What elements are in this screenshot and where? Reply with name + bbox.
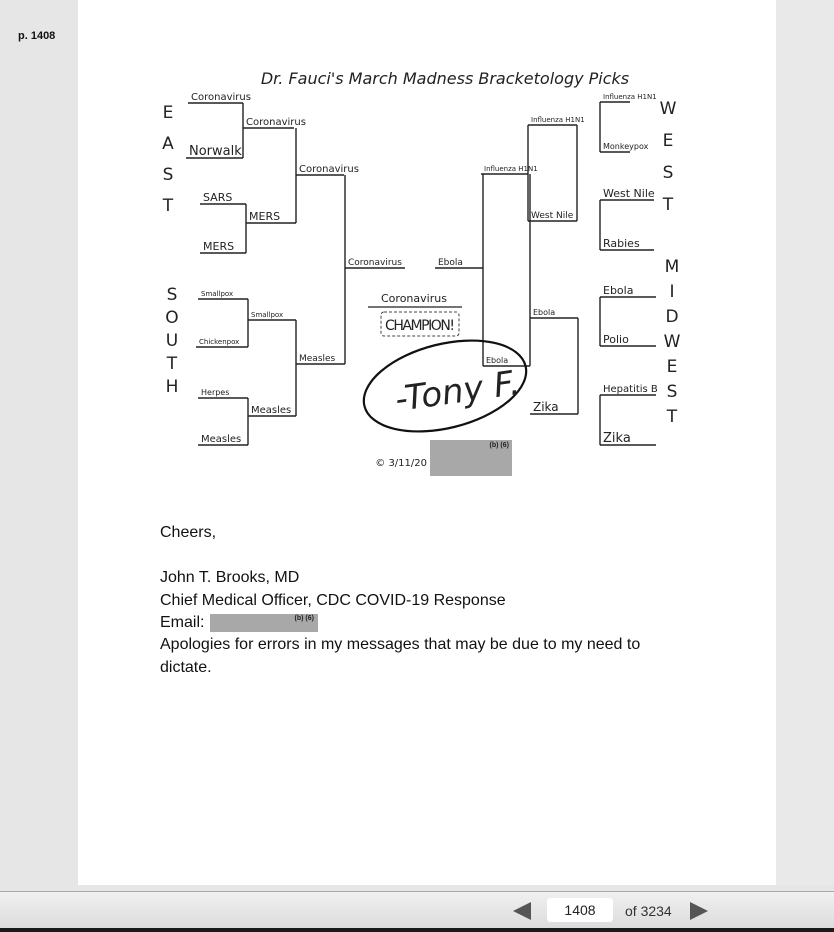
bracket-team-label: Coronavirus xyxy=(191,92,251,103)
page-number-input[interactable] xyxy=(547,898,613,922)
bracket-team-label: Influenza H1N1 xyxy=(531,116,585,124)
window-bottom-edge xyxy=(0,928,834,932)
email-redaction: (b) (6) xyxy=(210,614,318,632)
bracket-team-label: Ebola xyxy=(486,356,508,365)
bracket-team-label: Hepatitis B xyxy=(603,384,658,395)
viewer-margin xyxy=(776,0,834,885)
signature-title: Chief Medical Officer, CDC COVID-19 Resp… xyxy=(160,592,506,609)
total-pages-label: of 3234 xyxy=(625,903,672,919)
bracket-team-label: West Nile xyxy=(603,187,655,200)
bracket-team-label: MERS xyxy=(203,240,234,253)
email-greeting: Cheers, xyxy=(160,524,217,541)
bracket-team-label: Herpes xyxy=(201,388,229,397)
bracket-team-label: Coronavirus xyxy=(299,164,359,175)
region-label-east: EAST xyxy=(158,103,178,227)
bracket-team-label: Influenza H1N1 xyxy=(484,165,538,173)
region-label-west: WEST xyxy=(658,99,678,227)
email-label: Email: xyxy=(160,614,205,631)
champion-label: CHAMPION! xyxy=(385,318,455,334)
next-page-icon[interactable] xyxy=(690,902,708,920)
bracket-team-label: Measles xyxy=(251,405,291,416)
bracket-team-label: Smallpox xyxy=(201,290,233,298)
bracket-team-label: Coronavirus xyxy=(246,117,306,128)
bracket-team-label: Ebola xyxy=(603,284,633,297)
bracket-team-label: Ebola xyxy=(438,258,463,268)
document-page xyxy=(78,0,776,885)
bracket-team-label: Coronavirus xyxy=(348,258,402,268)
bracket-team-label: Rabies xyxy=(603,237,640,250)
bracket-team-label: Smallpox xyxy=(251,311,283,319)
bracket-team-label: Polio xyxy=(603,333,629,346)
bracket-team-label: Zika xyxy=(603,431,631,446)
bracket-team-label: West Nile xyxy=(531,211,574,221)
signature: -Tony F. xyxy=(393,363,523,420)
page-navigation-toolbar: of 3234 xyxy=(0,891,834,929)
redaction-box xyxy=(430,440,512,476)
region-label-midwest: MIDWEST xyxy=(662,257,682,432)
bracket-team-label: SARS xyxy=(203,191,232,204)
bracket-team-label: Monkeypox xyxy=(603,142,649,151)
bracket-team-label: Norwalk xyxy=(189,144,242,159)
bracket-team-label: MERS xyxy=(249,210,280,223)
disclaimer-line-1: Apologies for errors in my messages that… xyxy=(160,636,641,653)
previous-page-icon[interactable] xyxy=(513,902,531,920)
page-number-label: p. 1408 xyxy=(18,30,56,42)
bracket-team-label: Measles xyxy=(201,434,241,445)
bracket-team-label: Zika xyxy=(533,400,559,414)
bracket-team-label: Chickenpox xyxy=(199,338,239,346)
bracket-team-label: Influenza H1N1 xyxy=(603,93,657,101)
redaction-code: (b) (6) xyxy=(490,442,509,449)
champion-box xyxy=(380,311,460,337)
signature-name: John T. Brooks, MD xyxy=(160,569,300,586)
bracket-image: Dr. Fauci's March Madness Bracketology P… xyxy=(186,69,658,476)
redaction-code: (b) (6) xyxy=(294,615,314,622)
signature-oval xyxy=(362,339,528,433)
bracket-title: Dr. Fauci's March Madness Bracketology P… xyxy=(261,69,629,88)
bracket-team-label: Ebola xyxy=(533,308,555,317)
bracket-team-label: Measles xyxy=(299,354,336,364)
region-label-south: SOUTH xyxy=(162,285,182,400)
disclaimer-line-2: dictate. xyxy=(160,659,212,676)
champion-name: Coronavirus xyxy=(381,292,447,305)
bracket-date: © 3/11/20 xyxy=(375,458,427,469)
